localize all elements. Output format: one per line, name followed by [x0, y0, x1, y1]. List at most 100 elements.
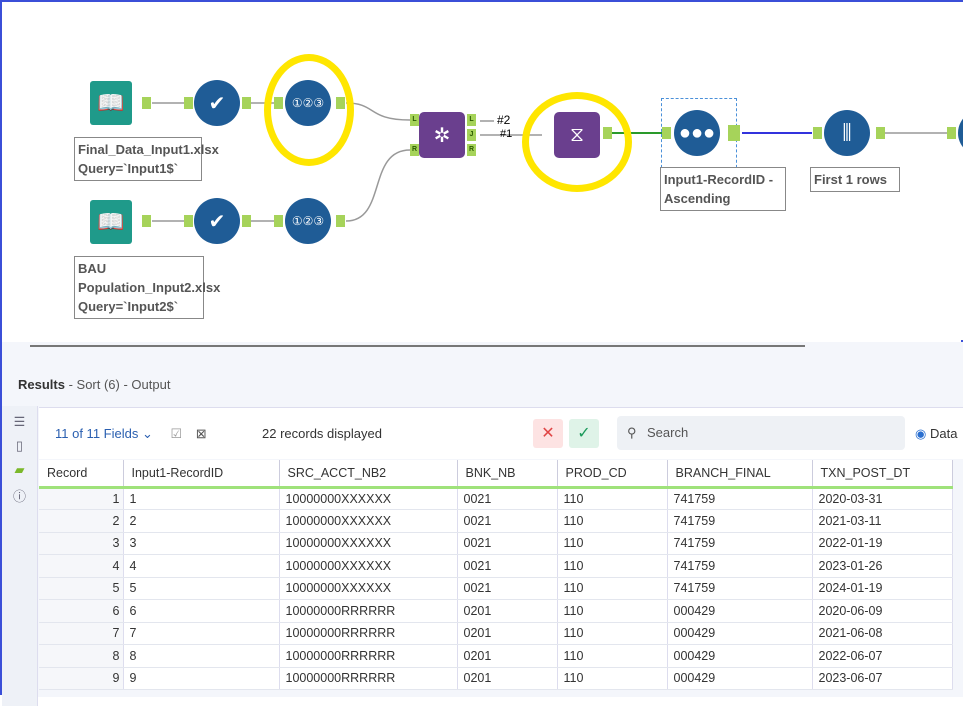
input-anchor[interactable] [662, 127, 671, 139]
table-cell[interactable]: 9 [39, 667, 124, 690]
next-tool[interactable] [958, 110, 963, 156]
table-cell[interactable]: 8 [123, 644, 280, 668]
table-cell[interactable]: 000429 [667, 667, 813, 690]
sort-tool[interactable]: ●●● [674, 110, 720, 156]
clear-filter-button[interactable]: ✕ [533, 419, 563, 448]
table-cell[interactable]: 10000000RRRRRR [279, 599, 458, 623]
table-cell[interactable]: 1 [123, 487, 280, 510]
output-anchor[interactable] [876, 127, 885, 139]
apply-filter-button[interactable]: ✓ [569, 419, 599, 448]
table-cell[interactable]: 6 [39, 599, 124, 623]
column-header[interactable]: PROD_CD [557, 460, 668, 489]
table-cell[interactable]: 0201 [457, 599, 558, 623]
select-tool-1[interactable]: ✔ [194, 80, 240, 126]
table-cell[interactable]: 0021 [457, 509, 558, 533]
table-cell[interactable]: 0201 [457, 667, 558, 690]
list-icon[interactable]: ☰ [13, 414, 26, 429]
output-anchor[interactable] [142, 97, 151, 109]
data-radio[interactable]: ◉ Data [915, 426, 958, 441]
table-cell[interactable]: 7 [39, 622, 124, 645]
input-anchor[interactable] [947, 127, 956, 139]
table-cell[interactable]: 4 [123, 554, 280, 578]
output-anchor[interactable] [336, 215, 345, 227]
table-cell[interactable]: 000429 [667, 599, 813, 623]
input-anchor[interactable] [184, 97, 193, 109]
column-header[interactable]: SRC_ACCT_NB2 [279, 460, 458, 489]
checkbox-icon[interactable]: ☑ [170, 426, 183, 441]
join-tool[interactable]: ✲ [419, 112, 465, 158]
table-cell[interactable]: 10000000XXXXXX [279, 532, 458, 555]
table-cell[interactable]: 10000000XXXXXX [279, 487, 458, 510]
table-cell[interactable]: 6 [123, 599, 280, 623]
table-cell[interactable]: 0021 [457, 577, 558, 600]
table-cell[interactable]: 8 [39, 644, 124, 668]
output-anchor[interactable] [242, 97, 251, 109]
table-cell[interactable]: 2022-06-07 [812, 644, 953, 668]
table-cell[interactable]: 2020-03-31 [812, 487, 953, 510]
table-cell[interactable]: 2023-01-26 [812, 554, 953, 578]
record-id-tool-2[interactable]: ①②③ [285, 198, 331, 244]
deselect-icon[interactable]: ⊠ [195, 426, 207, 441]
search-input[interactable]: ⚲Search [617, 416, 905, 450]
input-data-tool-2[interactable]: 📖 [90, 200, 132, 244]
table-cell[interactable]: 9 [123, 667, 280, 690]
table-cell[interactable]: 0021 [457, 554, 558, 578]
join-right-output[interactable]: R [467, 144, 476, 156]
column-header[interactable]: Record [39, 460, 124, 489]
table-cell[interactable]: 110 [557, 599, 668, 623]
input-anchor[interactable] [274, 215, 283, 227]
table-cell[interactable]: 2 [123, 509, 280, 533]
output-anchor[interactable] [142, 215, 151, 227]
table-cell[interactable]: 10000000XXXXXX [279, 509, 458, 533]
table-cell[interactable]: 110 [557, 644, 668, 668]
metadata-icon[interactable]: ▯ [15, 438, 24, 453]
table-cell[interactable]: 110 [557, 667, 668, 690]
table-cell[interactable]: 0201 [457, 622, 558, 645]
table-cell[interactable]: 0201 [457, 644, 558, 668]
column-header[interactable]: Input1-RecordID [123, 460, 280, 489]
column-header[interactable]: BRANCH_FINAL [667, 460, 813, 489]
select-tool-2[interactable]: ✔ [194, 198, 240, 244]
join-join-output[interactable]: J [467, 129, 476, 141]
workflow-canvas[interactable]: 📖 ✔ ①②③ Final_Data_Input1.xlsx Query=`In… [2, 2, 963, 340]
table-cell[interactable]: 1 [39, 487, 124, 510]
help-icon[interactable]: ⓘ [12, 489, 26, 504]
table-cell[interactable]: 3 [123, 532, 280, 555]
join-left-output[interactable]: L [467, 114, 476, 126]
column-header[interactable]: TXN_POST_DT [812, 460, 953, 489]
panel-splitter[interactable] [30, 345, 805, 347]
table-cell[interactable]: 741759 [667, 532, 813, 555]
table-cell[interactable]: 10000000RRRRRR [279, 622, 458, 645]
table-cell[interactable]: 10000000XXXXXX [279, 554, 458, 578]
table-cell[interactable]: 5 [39, 577, 124, 600]
table-cell[interactable]: 110 [557, 577, 668, 600]
table-cell[interactable]: 110 [557, 554, 668, 578]
table-cell[interactable]: 0021 [457, 487, 558, 510]
output-anchor[interactable] [728, 125, 740, 141]
table-cell[interactable]: 3 [39, 532, 124, 555]
table-cell[interactable]: 5 [123, 577, 280, 600]
table-cell[interactable]: 2 [39, 509, 124, 533]
table-cell[interactable]: 2024-01-19 [812, 577, 953, 600]
table-cell[interactable]: 10000000XXXXXX [279, 577, 458, 600]
table-cell[interactable]: 2022-01-19 [812, 532, 953, 555]
output-anchor[interactable] [242, 215, 251, 227]
sample-tool[interactable]: ⫼ [824, 110, 870, 156]
input-anchor[interactable] [813, 127, 822, 139]
table-cell[interactable]: 7 [123, 622, 280, 645]
table-cell[interactable]: 110 [557, 509, 668, 533]
table-cell[interactable]: 110 [557, 532, 668, 555]
table-cell[interactable]: 000429 [667, 644, 813, 668]
table-cell[interactable]: 2023-06-07 [812, 667, 953, 690]
input-data-tool-1[interactable]: 📖 [90, 81, 132, 125]
table-cell[interactable]: 000429 [667, 622, 813, 645]
column-header[interactable]: BNK_NB [457, 460, 558, 489]
input-anchor[interactable] [184, 215, 193, 227]
